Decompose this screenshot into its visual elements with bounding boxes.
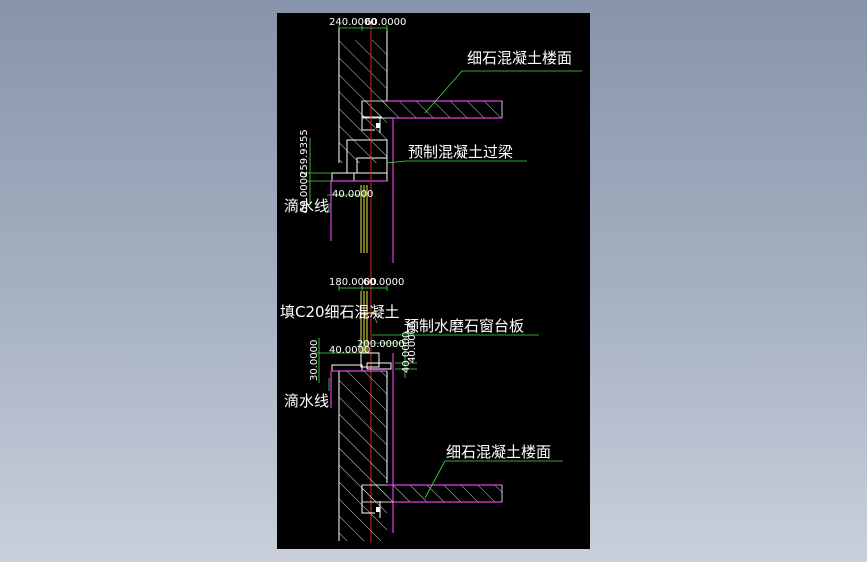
- window-section-drawing: 240.0000 60.0000 259.9355 60.0000 40.000…: [280, 17, 582, 543]
- dim-lintel-drop: 60.0000: [299, 172, 310, 213]
- dim-sill-drop: 30.0000: [309, 340, 320, 381]
- label-lintel: 预制混凝土过梁: [408, 143, 513, 161]
- label-drip-bottom: 滴水线: [284, 392, 329, 410]
- leader-lines: [328, 70, 582, 499]
- dim-top-wall: 240.0000: [329, 17, 377, 28]
- dim-top-offset: 60.0000: [365, 17, 406, 28]
- cad-drawing-area: 240.0000 60.0000 259.9355 60.0000 40.000…: [277, 13, 590, 549]
- dim-sill-board: 200.0000: [357, 339, 405, 350]
- label-infill: 填C20细石混凝土: [280, 303, 400, 321]
- dim-sill-drip-width: 40.0000: [329, 345, 370, 356]
- dim-drip-top-width: 40.0000: [332, 189, 373, 200]
- upper-window-frame: [360, 185, 368, 253]
- label-drip-top: 滴水线: [284, 197, 329, 215]
- sill-dimensions: 30.0000 40.0000 200.0000 40.0000 40.0000: [309, 322, 418, 383]
- label-floor-top: 细石混凝土楼面: [467, 49, 572, 67]
- label-sill: 预制水磨石窗台板: [404, 317, 524, 335]
- lower-floor-slab: [361, 484, 503, 518]
- upper-floor-slab: [361, 100, 503, 263]
- label-floor-bottom: 细石混凝土楼面: [446, 443, 551, 461]
- top-dimension: 240.0000 60.0000: [329, 17, 406, 31]
- sill-dimension-top: 180.0000 60.0000: [329, 277, 404, 291]
- lintel-beam: [330, 139, 388, 241]
- dim-sill-thickness: 40.0000: [407, 322, 418, 363]
- dim-sill-height: 40.0000: [401, 332, 412, 373]
- dim-sill-wall: 180.0000: [329, 277, 377, 288]
- upper-left-dimensions: 259.9355 60.0000 40.0000: [299, 129, 373, 213]
- dim-lintel-height: 259.9355: [299, 129, 310, 177]
- upper-wall: [338, 28, 388, 163]
- dim-sill-offset: 60.0000: [363, 277, 404, 288]
